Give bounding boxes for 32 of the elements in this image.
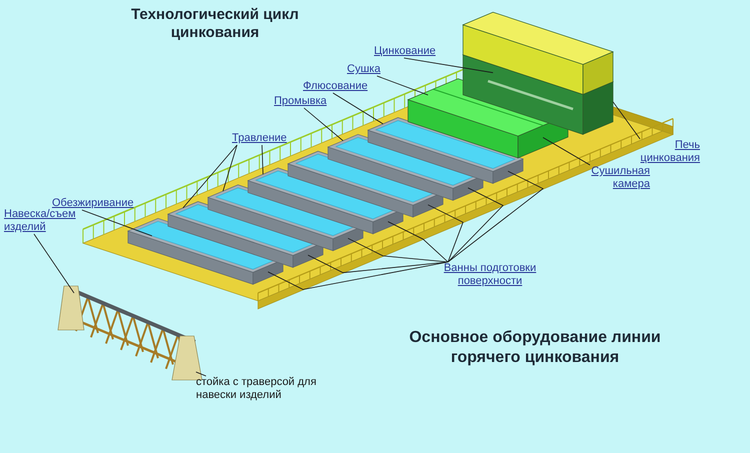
leader-line — [304, 108, 344, 142]
leader-line — [34, 234, 74, 294]
leader-line — [348, 238, 448, 262]
callout-link: Печь цинкования — [630, 139, 700, 165]
leader-line — [308, 254, 448, 274]
title: Технологический цикл цинкования — [130, 6, 300, 42]
leader-line — [196, 372, 206, 376]
callout-label: стойка с траверсой для навески изделий — [196, 376, 336, 402]
callout-link: Обезжиривание — [52, 197, 142, 210]
leader-line — [404, 58, 494, 74]
leader-line — [448, 170, 544, 262]
leader-line — [388, 221, 448, 262]
callout-link: Цинкование — [374, 45, 446, 58]
leader-line — [376, 76, 428, 96]
caption-heading: Основное оборудование линии горячего цинкования — [408, 328, 662, 368]
leader-line — [428, 204, 464, 262]
leader-line — [612, 101, 640, 140]
callout-link: Травление — [232, 132, 302, 145]
callout-link: Сушильная камера — [580, 165, 650, 191]
leader-line — [268, 262, 448, 290]
leader-line — [82, 210, 152, 236]
callout-link: Флюсование — [303, 80, 383, 93]
leader-line — [332, 92, 384, 124]
leader-line — [222, 144, 238, 192]
leader-line — [448, 188, 504, 262]
callout-link: Навеска/съем изделий — [4, 208, 100, 234]
callout-link: Сушка — [347, 63, 397, 76]
furnace-drawing — [462, 12, 614, 135]
callout-link: Промывка — [274, 95, 344, 108]
callout-link: Ванны подготовки поверхности — [440, 262, 540, 288]
leader-line — [182, 144, 238, 208]
leader-line — [262, 144, 264, 175]
